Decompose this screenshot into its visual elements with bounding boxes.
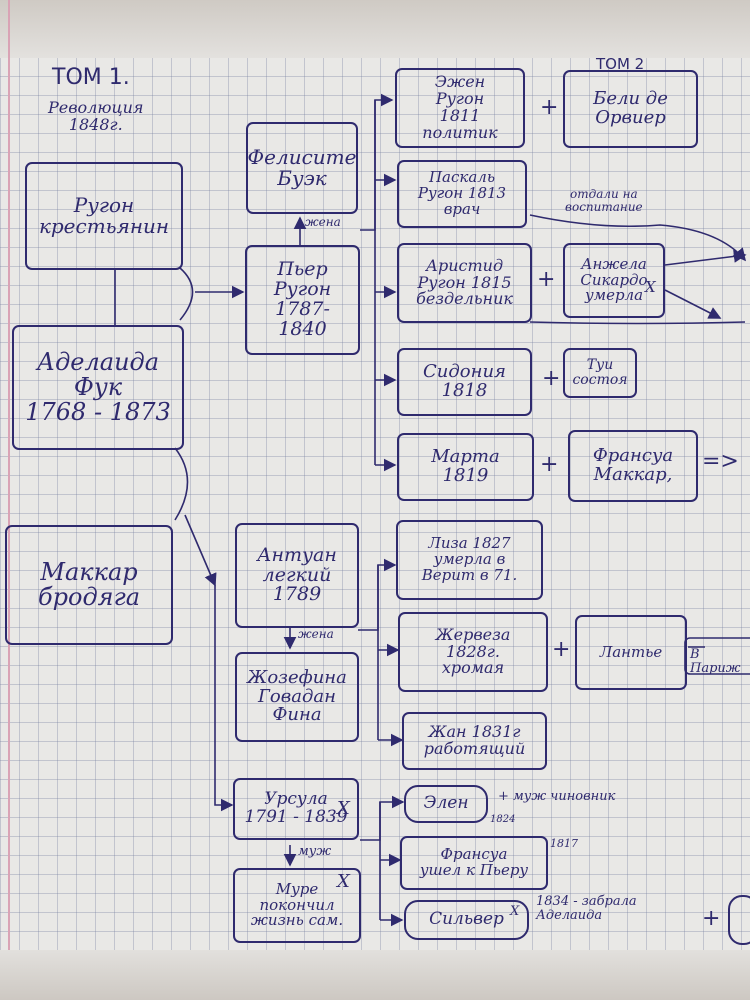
ursula-deceased-mark: X [337,798,350,819]
person-anzhela: Анжела Сикардо умерла [563,243,665,318]
plus-sidonia: + [542,366,561,391]
pier-children-trunk [360,93,394,231]
person-paskal: Паскаль Ругон 1813 врач [397,160,527,228]
volume-1-title: ТОМ 1. [52,65,130,90]
person-zhozefina: Жозефина Говадан Фина [235,652,359,742]
antuan-children-trunk [358,558,397,631]
anzhela-deceased-mark: X [645,278,656,296]
revolution-subtitle: Революция 1848г. [48,98,144,134]
foster-note: отдали на воспитание [565,187,643,214]
silver-note: 1834 - забрала Аделаида [536,894,637,923]
fransua-birth-year: 1817 [550,837,578,850]
person-zhan: Жан 1831г работящий [402,712,547,770]
person-pier: Пьер Ругон 1787- 1840 [245,245,360,355]
person-tui: Туи состоя [563,348,637,398]
page-bottom-shadow [0,950,750,1000]
person-marta: Марта 1819 [397,433,534,501]
anzhela-arrow-1 [664,250,747,266]
margin-line [8,0,10,1000]
person-adelaida: Аделаида Фук 1768 - 1873 [12,325,184,450]
person-sidonia: Сидония 1818 [397,348,532,416]
plus-aristid: + [537,267,556,292]
aristid-foster-curve [529,321,746,325]
person-liza: Лиза 1827 умерла в Верит в 71. [396,520,543,600]
marta-continue-arrow: => [702,449,739,474]
partial-box-right [728,895,750,945]
line-to-ursula [214,585,234,812]
silver-deceased-mark: X [510,904,520,919]
person-aristid: Аристид Ругон 1815 бездельник [397,243,532,323]
anzhela-arrow-2 [664,289,722,319]
person-lantie: Лантье [575,615,687,690]
adelaida-makkar-bracket [174,447,189,521]
person-ursula: Урсула 1791 - 1839 [233,778,359,840]
rugon-adelaida-bracket [179,267,194,321]
person-ezhen: Эжен Ругон 1811 политик [395,68,525,148]
wife-label-1: жена [305,215,341,229]
person-bele: Бели де Орвиер [563,70,698,148]
person-zherveza: Жервеза 1828г. хромая [398,612,548,692]
volume-2-title: ТОМ 2 [596,55,645,73]
plus-ezhen: + [540,95,559,120]
person-makkar: Маккар бродяга [5,525,173,645]
mure-deceased-mark: X [337,871,350,892]
paris-note: В Париж [690,647,741,676]
elen-birth-year: 1824 [490,814,516,825]
plus-marta: + [540,452,559,477]
wife-label-2: жена [298,627,334,641]
person-elen: Элен [404,785,488,823]
husband-label: муж [298,844,332,859]
elen-husband-note: + муж чиновник [498,789,616,804]
ursula-children-trunk [360,795,405,841]
person-fransua-muret: Франсуа ушел к Пьеру [400,836,548,890]
person-felisite: Фелисите Буэк [246,122,358,214]
person-fransua-makkar: Франсуа Маккар, [568,430,698,502]
person-antuan: Антуан легкий 1789 [235,523,359,628]
person-silver: Сильвер [404,900,529,940]
arrow-to-antuan [184,514,217,587]
person-mure: Муре покончил жизнь сам. [233,868,361,943]
plus-silver: + [702,906,721,931]
page-top-shadow [0,0,750,58]
person-rugon: Ругон крестьянин [25,162,183,270]
plus-zherveza: + [552,637,571,662]
